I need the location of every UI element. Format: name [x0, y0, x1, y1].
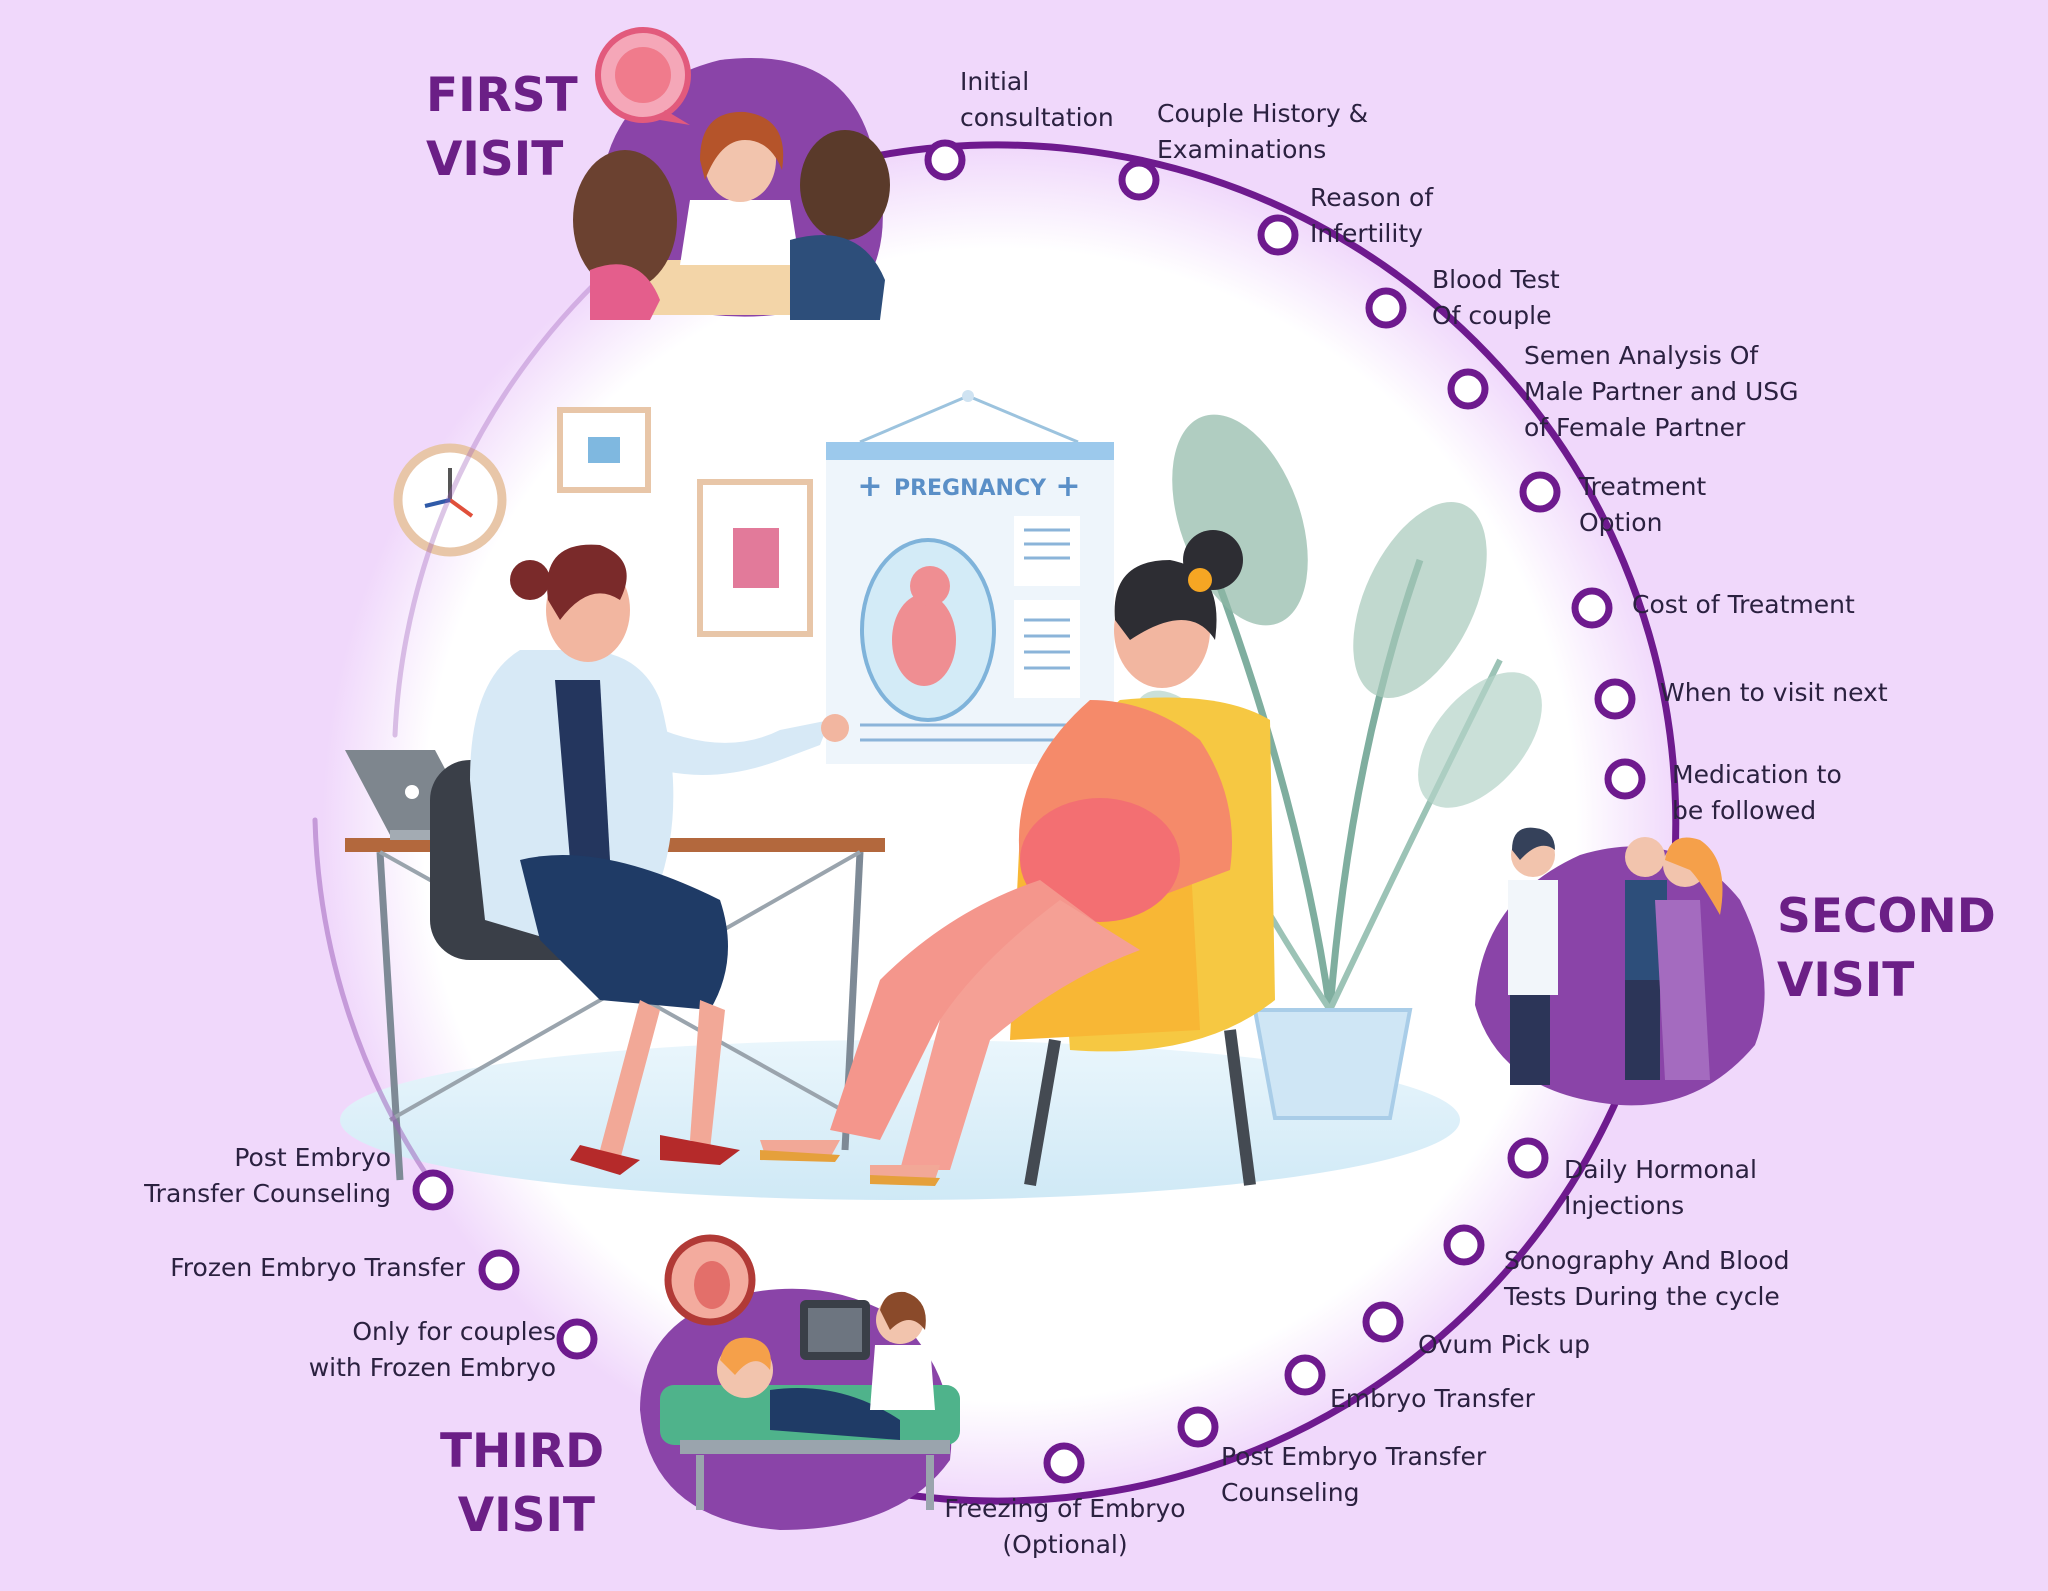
- step-node-10: [1507, 1137, 1549, 1179]
- step-label-only-for-couples: Only for couples with Frozen Embryo: [308, 1317, 556, 1382]
- second-visit-illustration: [1475, 827, 1765, 1106]
- step-label-medication: Medication to be followed: [1672, 760, 1842, 825]
- first-visit-title: FIRST VISIT: [426, 68, 578, 187]
- step-node-15: [1043, 1442, 1085, 1484]
- svg-text:+: +: [857, 469, 882, 504]
- step-label-semen-analysis: Semen Analysis Of Male Partner and USG o…: [1524, 341, 1799, 442]
- step-label-blood-test: Blood Test Of couple: [1432, 265, 1560, 330]
- pregnancy-poster: PREGNANCY + +: [826, 390, 1114, 764]
- step-node-16: [556, 1318, 598, 1360]
- step-label-post-embryo-transfer-counseling-third: Post Embryo Transfer Counseling: [144, 1143, 391, 1208]
- step-node-13: [1284, 1354, 1326, 1396]
- step-node-4: [1365, 287, 1407, 329]
- pregnant-patient-illustration: [760, 530, 1275, 1187]
- timeline-ring-fade: [392, 257, 623, 738]
- step-node-7: [1571, 587, 1613, 629]
- step-label-ovum-pick-up: Ovum Pick up: [1418, 1330, 1590, 1359]
- step-label-post-embryo-transfer-counseling: Post Embryo Transfer Counseling: [1221, 1442, 1487, 1507]
- step-label-frozen-embryo-transfer: Frozen Embryo Transfer: [170, 1253, 465, 1282]
- timeline-ring-path: [616, 141, 1680, 1505]
- step-node-11: [1443, 1224, 1485, 1266]
- step-node-5: [1447, 368, 1489, 410]
- timeline-ring-fade-lower: [312, 817, 433, 1183]
- step-node-12: [1362, 1301, 1404, 1343]
- step-label-couple-history: Couple History & Examinations: [1157, 99, 1369, 164]
- third-visit-illustration: [640, 1234, 960, 1530]
- step-node-3: [1257, 214, 1299, 256]
- first-visit-illustration: [573, 27, 890, 320]
- step-node-2: [1118, 159, 1160, 201]
- second-visit-title: SECOND VISIT: [1777, 889, 1996, 1008]
- pregnancy-consultation-illustration: PREGNANCY + +: [340, 390, 1542, 1200]
- step-label-reason-of-infertility: Reason of Infertility: [1310, 183, 1434, 248]
- step-node-14: [1177, 1406, 1219, 1448]
- step-label-sonography-blood-tests: Sonography And Blood Tests During the cy…: [1504, 1246, 1790, 1311]
- doctor-illustration: [430, 544, 849, 1175]
- third-visit-title: THIRD VISIT: [440, 1424, 605, 1543]
- step-label-cost-of-treatment: Cost of Treatment: [1632, 590, 1855, 619]
- step-label-daily-hormonal-injections: Daily Hormonal Injections: [1564, 1155, 1757, 1220]
- step-label-when-to-visit-next: When to visit next: [1660, 678, 1888, 707]
- svg-text:+: +: [1055, 469, 1080, 504]
- step-node-8: [1594, 678, 1636, 720]
- wall-picture-small: [557, 407, 651, 493]
- step-node-1: [924, 139, 966, 181]
- step-label-treatment-option: Treatment Option: [1579, 472, 1707, 537]
- step-node-18: [412, 1169, 454, 1211]
- step-node-17: [478, 1249, 520, 1291]
- step-label-freezing-of-embryo: Freezing of Embryo (Optional): [944, 1494, 1186, 1559]
- step-node-6: [1519, 471, 1561, 513]
- step-label-initial-consultation: Initial consultation: [960, 67, 1114, 132]
- wall-clock-icon: [393, 443, 507, 557]
- step-label-embryo-transfer: Embryo Transfer: [1330, 1384, 1535, 1413]
- step-node-9: [1604, 758, 1646, 800]
- poster-title: PREGNANCY: [894, 476, 1047, 501]
